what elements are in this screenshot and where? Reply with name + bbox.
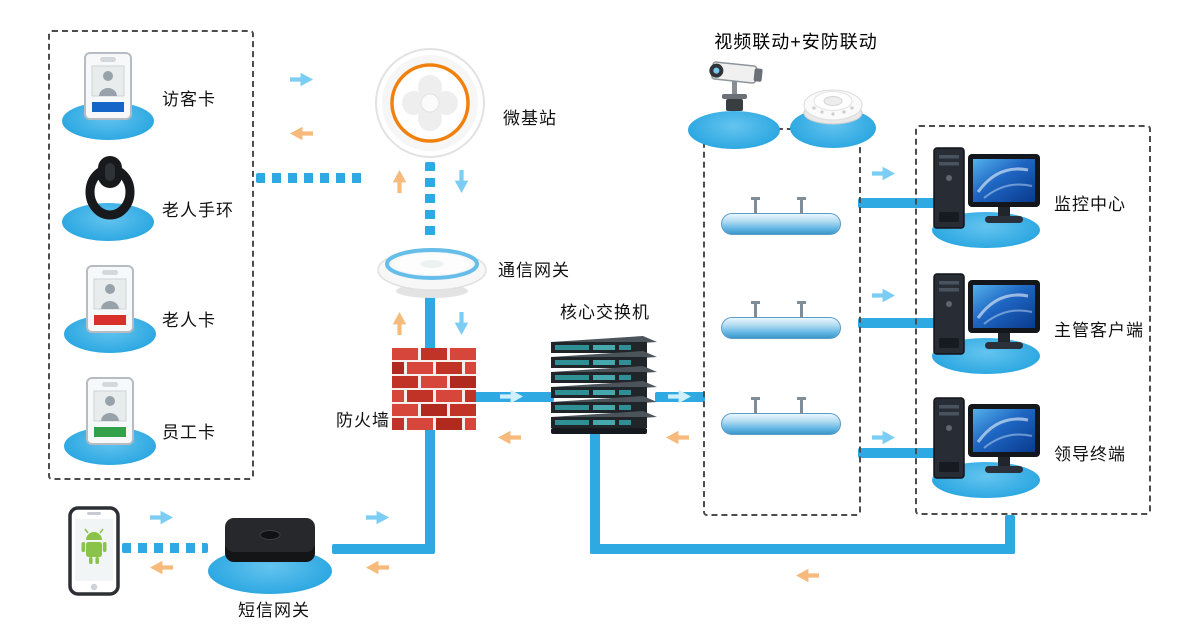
elder-wristband-icon bbox=[85, 156, 135, 220]
comm-gateway-icon bbox=[377, 248, 487, 298]
workstation-icon bbox=[933, 397, 1040, 479]
bus-segment-3 bbox=[721, 397, 841, 435]
link-terminals-basestation bbox=[256, 173, 362, 183]
flow-arrow-icon bbox=[872, 430, 895, 445]
bus-tap-connector bbox=[797, 301, 806, 318]
card-stripe bbox=[92, 102, 124, 112]
link-phone-smsgateway bbox=[122, 543, 208, 553]
linkage-title: 视频联动+安防联动 bbox=[714, 32, 878, 52]
sms-gateway-icon bbox=[225, 518, 315, 562]
node-monitoring-center bbox=[928, 146, 1046, 250]
clients-group-box bbox=[915, 125, 1151, 515]
workstation-icon bbox=[933, 147, 1040, 229]
flow-arrow-icon bbox=[796, 568, 819, 583]
node-sms-gateway bbox=[208, 508, 332, 594]
flow-arrow-icon bbox=[150, 510, 173, 525]
micro-base-station-icon bbox=[375, 48, 485, 158]
elder-card-icon bbox=[86, 265, 134, 333]
node-firewall bbox=[392, 348, 476, 430]
node-comm-gateway bbox=[374, 238, 490, 300]
node-supervisor-client bbox=[928, 272, 1046, 376]
node-smoke-detector bbox=[790, 80, 878, 150]
terminal-staff-card bbox=[64, 375, 159, 467]
node-base-station bbox=[374, 47, 486, 159]
link-bus2-client2 bbox=[858, 318, 940, 328]
node-leader-terminal bbox=[928, 396, 1046, 500]
visitor-card-icon bbox=[84, 52, 132, 120]
node-phone bbox=[68, 506, 120, 596]
terminal-label: 老人手环 bbox=[162, 201, 234, 220]
base-station-label: 微基站 bbox=[503, 109, 557, 128]
flow-arrow-icon bbox=[366, 560, 389, 575]
link-bottom-return bbox=[590, 544, 1015, 554]
smoke-detector-icon bbox=[803, 89, 863, 125]
device-pad-ellipse bbox=[62, 203, 154, 241]
android-phone-icon bbox=[68, 506, 120, 596]
bus-tap-connector bbox=[751, 197, 760, 214]
flow-arrow-icon bbox=[454, 170, 469, 193]
bus-tap-connector bbox=[751, 301, 760, 318]
bus-group-box bbox=[703, 128, 861, 516]
flow-arrow-icon bbox=[498, 430, 521, 445]
flow-arrow-icon bbox=[872, 288, 895, 303]
firewall-icon bbox=[392, 348, 476, 430]
bus-tap-connector bbox=[797, 397, 806, 414]
workstation-icon bbox=[933, 273, 1040, 355]
link-bus3-client3 bbox=[858, 448, 940, 458]
staff-card-icon bbox=[86, 377, 134, 445]
bus-segment-2 bbox=[721, 301, 841, 339]
flow-arrow-icon bbox=[392, 312, 407, 335]
sms-gateway-label: 短信网关 bbox=[238, 601, 310, 620]
bus-tap-connector bbox=[797, 197, 806, 214]
flow-arrow-icon bbox=[666, 430, 689, 445]
flow-arrow-icon bbox=[872, 166, 895, 181]
card-stripe bbox=[94, 427, 126, 437]
flow-arrow-icon bbox=[290, 126, 313, 141]
client-label: 主管客户端 bbox=[1054, 321, 1144, 340]
terminal-visitor-card bbox=[62, 50, 157, 142]
flow-arrow-icon bbox=[454, 312, 469, 335]
terminals-group-box bbox=[48, 30, 254, 480]
flow-arrow-icon bbox=[392, 170, 407, 193]
link-switch-bottom bbox=[590, 425, 600, 554]
flow-arrow-icon bbox=[366, 510, 389, 525]
link-basestation-gateway bbox=[425, 162, 435, 240]
flow-arrow-icon bbox=[290, 72, 313, 87]
terminal-label: 访客卡 bbox=[162, 90, 216, 109]
card-stripe bbox=[94, 315, 126, 325]
terminal-elder-card bbox=[64, 263, 159, 355]
client-label: 监控中心 bbox=[1054, 195, 1126, 214]
comm-gateway-label: 通信网关 bbox=[498, 261, 570, 280]
node-cctv-camera bbox=[686, 55, 782, 151]
terminal-label: 员工卡 bbox=[162, 423, 216, 442]
flow-arrow-icon bbox=[150, 560, 173, 575]
core-switch-label: 核心交换机 bbox=[560, 303, 650, 322]
link-smsgateway-main bbox=[332, 544, 432, 554]
node-core-switch bbox=[545, 334, 663, 444]
device-pad-ellipse bbox=[688, 111, 780, 149]
cctv-camera-icon bbox=[709, 61, 763, 111]
bus-segment-1 bbox=[721, 197, 841, 235]
firewall-label: 防火墙 bbox=[336, 411, 390, 430]
bus-tap-connector bbox=[751, 397, 760, 414]
terminal-label: 老人卡 bbox=[162, 311, 216, 330]
link-bus1-client1 bbox=[858, 198, 940, 208]
core-switch-icon bbox=[551, 336, 657, 434]
client-label: 领导终端 bbox=[1054, 445, 1126, 464]
link-clients-bottom bbox=[1005, 515, 1015, 554]
terminal-elder-wristband bbox=[62, 155, 157, 245]
